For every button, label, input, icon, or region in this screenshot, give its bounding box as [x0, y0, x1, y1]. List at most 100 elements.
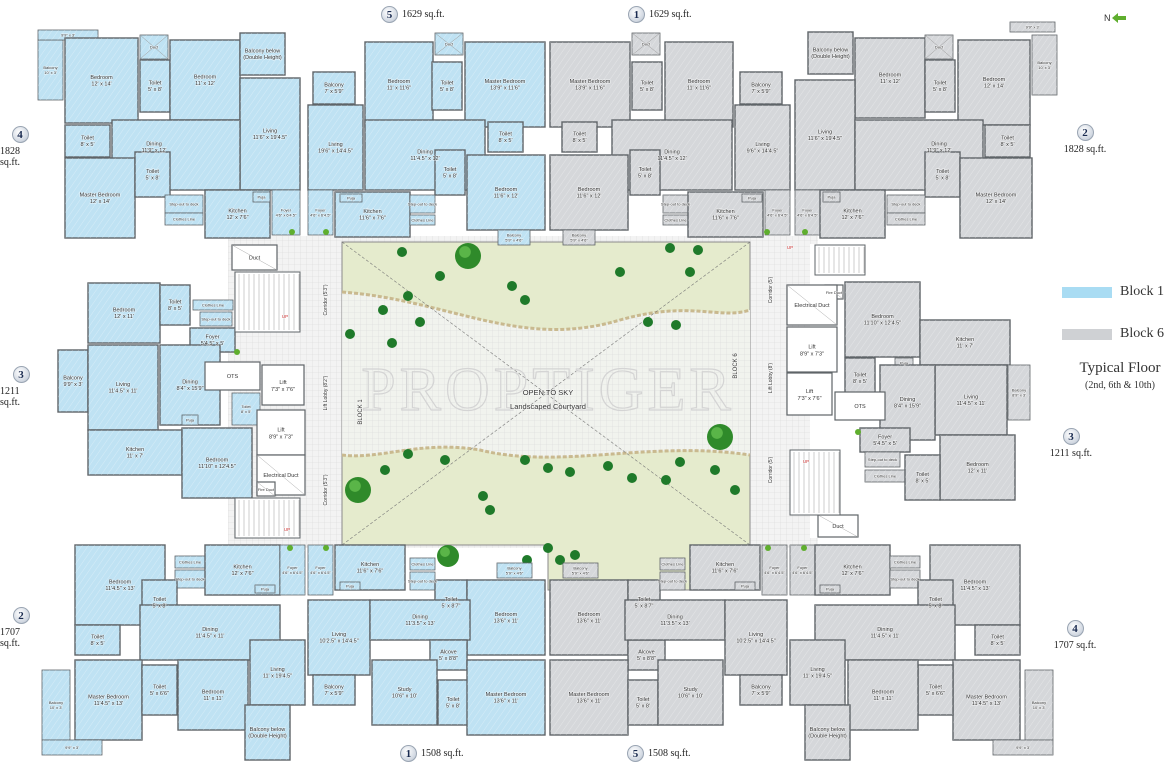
room-name: Living	[755, 142, 769, 148]
room-texture	[845, 358, 875, 398]
room-texture	[42, 670, 70, 740]
room-texture	[765, 190, 790, 235]
room-name: Toilet	[153, 685, 166, 691]
room-texture	[925, 60, 955, 112]
room-name: Foyer	[878, 435, 892, 441]
unit-number: 2	[12, 607, 30, 624]
room-dimensions: 4'6" x 6'4.5"	[792, 570, 813, 575]
room-name: Toilet	[1001, 136, 1014, 142]
unit-number: 5	[627, 745, 644, 762]
room-step-out-to-deck	[199, 311, 233, 327]
room-name: Toilet	[934, 81, 947, 87]
room-texture	[340, 194, 362, 202]
palm-tree-icon	[615, 267, 625, 277]
room-name: Dining	[417, 150, 433, 156]
room-dimensions: 5' x 8'	[933, 87, 947, 93]
palm-tree-icon	[522, 555, 532, 565]
room-name: Balcony	[507, 566, 521, 571]
room-texture	[432, 62, 462, 110]
room-living	[249, 639, 306, 706]
room-master-bedroom	[549, 659, 629, 736]
room-dimensions: 5'9" x 4'6"	[505, 237, 523, 242]
floor-title: Typical Floor	[1079, 360, 1161, 376]
room-texture	[550, 155, 628, 230]
room-name: Step-out to deck	[408, 201, 437, 206]
core-dimensions: 7'3" x 7'6"	[797, 396, 821, 402]
room-foyer	[761, 544, 788, 596]
room-texture	[762, 545, 787, 595]
room-puja	[181, 414, 199, 426]
room-texture	[250, 640, 305, 705]
room-texture	[918, 665, 953, 715]
palm-tree-icon	[693, 245, 703, 255]
room-dimensions: 11'3.5" x 13'	[405, 621, 434, 627]
room-name: Balcony below	[810, 727, 845, 733]
room-name: Toilet	[153, 597, 166, 603]
room-dimensions: 8' x 5'	[241, 409, 251, 414]
palm-tree-icon	[685, 267, 695, 277]
room-name: Step-out to deck	[661, 201, 690, 206]
room-bedroom	[177, 659, 249, 731]
room-texture	[630, 150, 660, 195]
stair-outline	[814, 244, 866, 276]
room-name: Balcony	[572, 233, 586, 238]
room-dimensions: 11' x 11'	[203, 696, 222, 702]
room-texture	[65, 125, 110, 157]
staircase	[789, 449, 841, 516]
room-step-out-to-deck	[864, 451, 901, 468]
legend-swatch	[1062, 328, 1112, 340]
core-outline	[834, 391, 886, 421]
room-name: Bedroom	[578, 612, 601, 618]
room-texture	[178, 660, 248, 730]
room-foyer	[307, 544, 334, 596]
room-texture	[985, 125, 1030, 157]
room-texture	[563, 230, 595, 245]
legend: Block 1 Block 6	[1062, 282, 1172, 366]
room-dimensions: 8' x 5'	[498, 138, 512, 144]
room-dimensions: 12' x 14'	[984, 84, 1004, 90]
room-dimensions: 13'9" x 11'6"	[490, 86, 520, 92]
room-texture	[740, 72, 782, 104]
north-arrow-icon	[1111, 13, 1126, 23]
room-name: Toilet	[638, 597, 651, 603]
room-dimensions: 8'4" x 15'9"	[176, 386, 203, 392]
room-texture	[75, 660, 142, 740]
room-name: Dining	[412, 615, 428, 621]
room-balcony	[1031, 34, 1058, 96]
room-texture	[308, 600, 370, 675]
room-dimensions: 11'4.5" x 11'	[196, 634, 225, 640]
room-master-bedroom	[549, 41, 631, 128]
room-bedroom	[957, 39, 1031, 126]
room-dimensions: 9'6" x 14'4.5"	[747, 149, 779, 155]
room-dimensions: 12' x 7'6"	[231, 571, 253, 577]
palm-tree-icon	[665, 243, 675, 253]
room-toilet	[141, 664, 178, 716]
core-dimensions: 8'9" x 7'3"	[800, 352, 824, 358]
room-name: Foyer	[205, 335, 219, 341]
room-texture	[960, 158, 1032, 238]
room-name: Master Bedroom	[80, 193, 121, 199]
unit-block6-5	[549, 544, 788, 736]
room-name: Balcony	[573, 566, 587, 571]
room-dimensions: 7' x 5'9"	[324, 691, 343, 697]
room-name: Bedroom	[578, 187, 601, 193]
room-name: Toilet	[81, 136, 94, 142]
room-dimensions: 5' x 8'	[636, 704, 650, 710]
room-balcony-below	[807, 31, 854, 75]
room-texture	[272, 190, 300, 235]
room-toilet	[561, 121, 598, 153]
room-texture	[497, 563, 532, 578]
room-step-out-to-deck	[164, 194, 204, 214]
shaft-cross	[139, 34, 169, 60]
stair-outline	[789, 449, 841, 516]
room-dimensions: 11'6" x 7'6"	[712, 216, 739, 222]
room-foyer	[307, 189, 334, 236]
unit-number: 5	[381, 6, 398, 23]
room-dimensions: 9'9" x 3'	[63, 382, 82, 388]
room-puja	[254, 584, 276, 594]
unit-number: 3	[1062, 428, 1080, 445]
core-label: Fire Duct	[826, 290, 843, 295]
